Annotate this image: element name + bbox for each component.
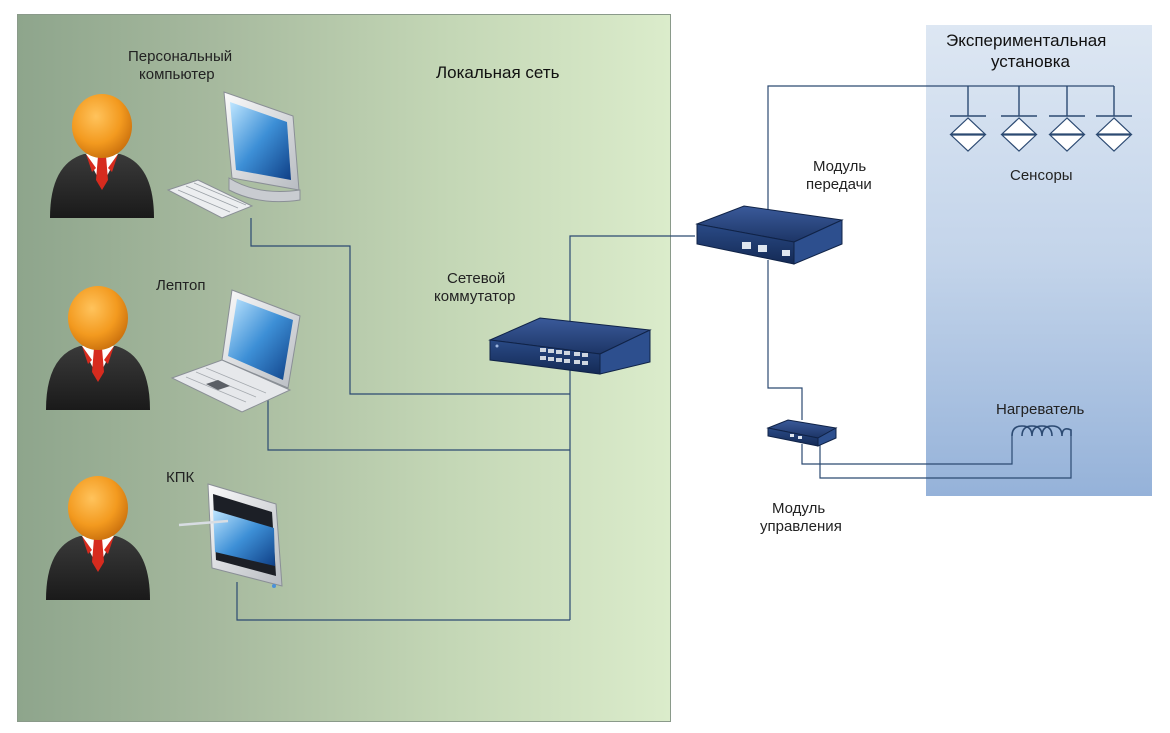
experimental-setup-title-line2: установка bbox=[991, 52, 1070, 71]
wire-pda-to-switch bbox=[236, 582, 570, 621]
wire-control-to-heater bbox=[801, 436, 1013, 465]
transfer-module-icon bbox=[695, 205, 844, 265]
wire-transfer-to-control bbox=[767, 260, 803, 420]
switch-label-line1: Сетевой bbox=[447, 270, 506, 287]
control-module-label-line2: управления bbox=[760, 518, 842, 535]
laptop-icon bbox=[170, 289, 301, 413]
heater-label: Нагреватель bbox=[996, 401, 1085, 418]
transfer-module-label-line1: Модуль bbox=[813, 158, 867, 175]
user-icon-laptop bbox=[46, 286, 150, 410]
sensor-icon bbox=[1000, 85, 1038, 152]
pc-label-line1: Персональный bbox=[128, 48, 233, 65]
wire-switch-trunk bbox=[569, 235, 695, 620]
sensor-icon bbox=[949, 85, 987, 152]
control-module-label-line1: Модуль bbox=[772, 500, 826, 517]
network-switch-icon bbox=[488, 317, 652, 375]
pda-icon bbox=[178, 483, 283, 588]
wire-transfer-to-sensors bbox=[767, 85, 1114, 238]
heater-coil-icon bbox=[1011, 425, 1072, 437]
personal-computer-icon bbox=[166, 91, 301, 219]
user-icon-pc bbox=[50, 94, 154, 218]
wire-heater-return bbox=[819, 436, 1072, 479]
sensor-icon bbox=[1048, 85, 1086, 152]
wire-laptop-to-switch bbox=[267, 396, 570, 451]
sensor-icon bbox=[1095, 85, 1133, 152]
local-network-title: Локальная сеть bbox=[436, 63, 560, 82]
sensors-group bbox=[949, 85, 1133, 152]
pda-label: КПК bbox=[166, 469, 195, 486]
wires bbox=[236, 85, 1114, 621]
pc-label-line2: компьютер bbox=[139, 66, 215, 83]
sensors-label: Сенсоры bbox=[1010, 167, 1073, 184]
experimental-setup-title-line1: Экспериментальная bbox=[946, 31, 1107, 50]
transfer-module-label-line2: передачи bbox=[806, 176, 872, 193]
laptop-label: Лептоп bbox=[156, 277, 206, 294]
user-icon-pda bbox=[46, 476, 150, 600]
control-module-icon bbox=[766, 419, 838, 447]
switch-label-line2: коммутатор bbox=[434, 288, 516, 305]
wire-pc-to-switch bbox=[250, 218, 570, 395]
